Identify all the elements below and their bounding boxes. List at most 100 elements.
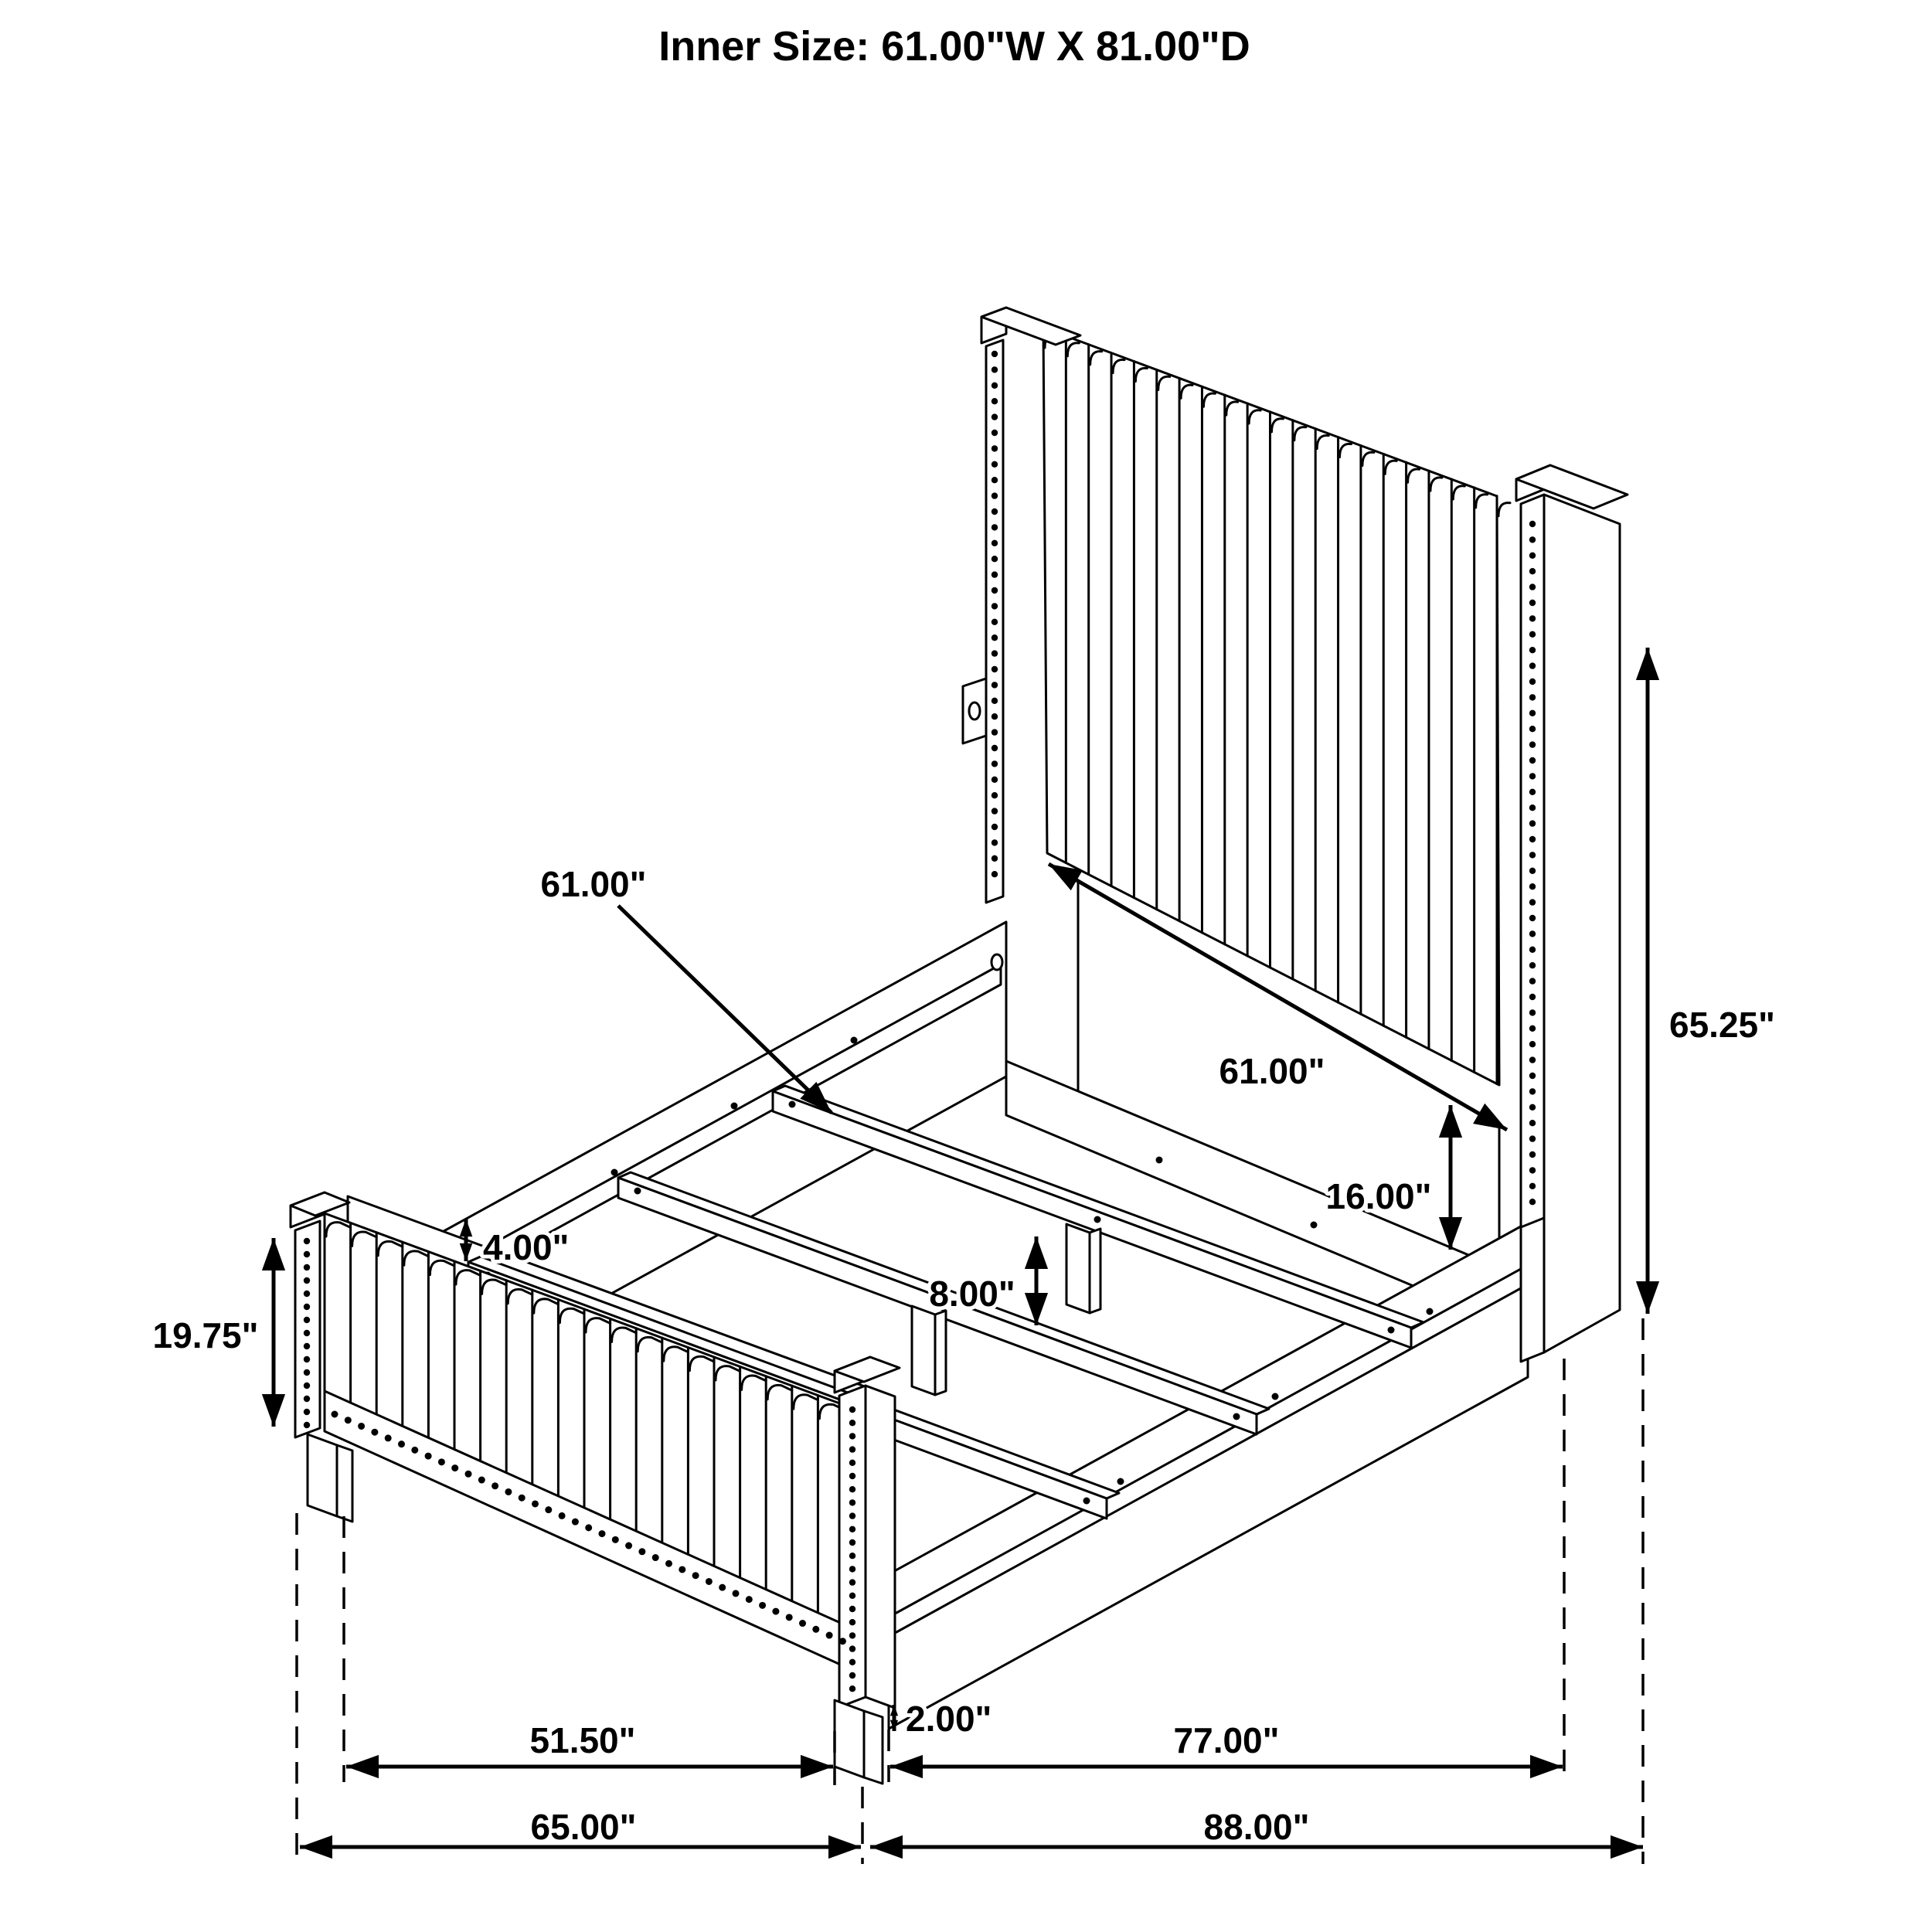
nailhead-trim-dot xyxy=(991,382,998,389)
nailhead-trim-dot xyxy=(303,1355,311,1363)
nailhead-trim-dot xyxy=(492,1482,499,1490)
nailhead-trim-dot xyxy=(991,603,998,610)
nailhead-trim-dot xyxy=(849,1459,856,1467)
dimension-arrowhead xyxy=(1024,1293,1049,1325)
dimension-arrowhead xyxy=(870,1835,903,1859)
nailhead-trim-dot xyxy=(991,350,998,358)
right-ledge-edge xyxy=(895,1283,1529,1634)
nailhead-trim-dot xyxy=(625,1542,633,1549)
screw-hole-dot xyxy=(1083,1497,1090,1505)
dimension-arrowhead xyxy=(459,1219,473,1237)
footboard-channel-top-arc xyxy=(506,1287,534,1305)
nailhead-trim-dot xyxy=(838,1638,846,1645)
dimension-arrowhead xyxy=(1473,1103,1507,1130)
headboard-wing-front xyxy=(1519,493,1546,1363)
nailhead-trim-dot xyxy=(1529,835,1536,843)
nailhead-trim-dot xyxy=(991,508,998,515)
nailhead-trim-dot xyxy=(1529,536,1536,543)
nailhead-trim-dot xyxy=(598,1530,606,1538)
nailhead-trim-dot xyxy=(1529,773,1536,780)
nailhead-trim-dot xyxy=(1529,647,1536,654)
nailhead-trim-dot xyxy=(424,1452,432,1460)
nailhead-trim-dot xyxy=(849,1446,856,1453)
nailhead-trim-dot xyxy=(371,1428,379,1436)
screw-hole-dot xyxy=(1271,1393,1279,1400)
nailhead-trim-dot xyxy=(464,1470,472,1478)
label-footboard-height: 19.75" xyxy=(153,1315,259,1355)
footboard-channel-top-arc xyxy=(792,1393,819,1410)
nailhead-trim-dot xyxy=(991,682,998,689)
label-panel-to-deck: 16.00" xyxy=(1326,1176,1432,1216)
headboard-channel-top-arc xyxy=(1134,366,1148,383)
slat-center-leg-side xyxy=(1088,1227,1102,1315)
headboard-channel-top-arc xyxy=(1338,442,1353,459)
nailhead-trim-dot xyxy=(1529,899,1536,906)
nailhead-trim-dot xyxy=(849,1539,856,1546)
footboard-channel-top-arc xyxy=(454,1269,482,1286)
nailhead-trim-dot xyxy=(558,1512,566,1519)
nailhead-trim-dot xyxy=(759,1601,767,1609)
nailhead-trim-dot xyxy=(849,1512,856,1519)
nailhead-trim-dot xyxy=(303,1382,311,1389)
footboard-channel-top-arc xyxy=(662,1345,689,1362)
headboard-channel-top-arc xyxy=(1247,409,1262,425)
nailhead-trim-dot xyxy=(991,839,998,846)
nailhead-trim-dot xyxy=(1529,1088,1536,1095)
nailhead-trim-dot xyxy=(799,1620,806,1628)
nailhead-trim-dot xyxy=(303,1395,311,1403)
headboard-channel-top-arc xyxy=(1179,383,1194,400)
label-footboard-outer-width: 65.00" xyxy=(531,1807,637,1847)
headboard-channel-top-arc xyxy=(1315,434,1330,451)
nailhead-trim-dot xyxy=(303,1264,311,1271)
label-outer-depth: 88.00" xyxy=(1204,1807,1310,1847)
nailhead-trim-dot xyxy=(411,1446,419,1454)
nailhead-trim-dot xyxy=(1529,631,1536,638)
bed-line-art xyxy=(261,306,1660,1864)
nailhead-trim-dot xyxy=(812,1625,820,1633)
slat-center-leg xyxy=(910,1304,937,1396)
dimension-arrowhead xyxy=(1611,1835,1643,1859)
headboard-channel-top-arc xyxy=(1451,485,1466,501)
nailhead-trim-dot xyxy=(1529,946,1536,954)
screw-hole-dot xyxy=(939,1304,947,1311)
nailhead-trim-dot xyxy=(991,556,998,563)
nailhead-trim-dot xyxy=(1529,1072,1536,1080)
dimension-arrowhead xyxy=(889,1719,899,1731)
label-footboard-leg: 2.00" xyxy=(906,1699,992,1739)
screw-hole-dot xyxy=(634,1187,641,1195)
nailhead-trim-dot xyxy=(384,1434,392,1442)
footboard-channel-top-arc xyxy=(584,1317,612,1334)
nailhead-trim-dot xyxy=(849,1605,856,1613)
nailhead-trim-dot xyxy=(991,855,998,862)
nailhead-trim-dot xyxy=(991,524,998,531)
nailhead-trim-dot xyxy=(991,871,998,878)
footboard-right-leg xyxy=(833,1699,866,1779)
nailhead-trim-dot xyxy=(303,1290,311,1298)
nailhead-trim-dot xyxy=(679,1566,686,1573)
footboard-band-top-edge xyxy=(323,1389,845,1626)
label-inner-depth: 77.00" xyxy=(1174,1720,1280,1760)
nailhead-trim-dot xyxy=(585,1524,593,1532)
dimension-arrowhead xyxy=(1635,648,1660,680)
wing-upholstery-seam xyxy=(1519,1216,1546,1229)
footboard-left-wing xyxy=(294,1219,321,1439)
headboard-channel-top-arc xyxy=(1429,476,1444,492)
nailhead-trim-dot xyxy=(991,618,998,625)
nailhead-trim-dot xyxy=(692,1572,699,1580)
nailhead-trim-dot xyxy=(1529,930,1536,937)
nailhead-trim-dot xyxy=(991,760,998,767)
nailhead-trim-dot xyxy=(1529,1182,1536,1190)
screw-hole-dot xyxy=(1310,1221,1318,1229)
footboard-channel-top-arc xyxy=(428,1259,456,1277)
nailhead-trim-dot xyxy=(1529,757,1536,764)
label-footboard-inner-width: 51.50" xyxy=(530,1720,636,1760)
nailhead-trim-dot xyxy=(785,1614,793,1621)
headboard-channel-top-arc xyxy=(1270,417,1284,434)
nailhead-trim-dot xyxy=(991,429,998,437)
nailhead-trim-dot xyxy=(991,571,998,578)
nailhead-trim-dot xyxy=(478,1476,485,1484)
nailhead-trim-dot xyxy=(849,1553,856,1560)
nailhead-trim-dot xyxy=(1529,788,1536,795)
slat-front-face xyxy=(771,1090,1413,1349)
nailhead-trim-dot xyxy=(303,1369,311,1376)
